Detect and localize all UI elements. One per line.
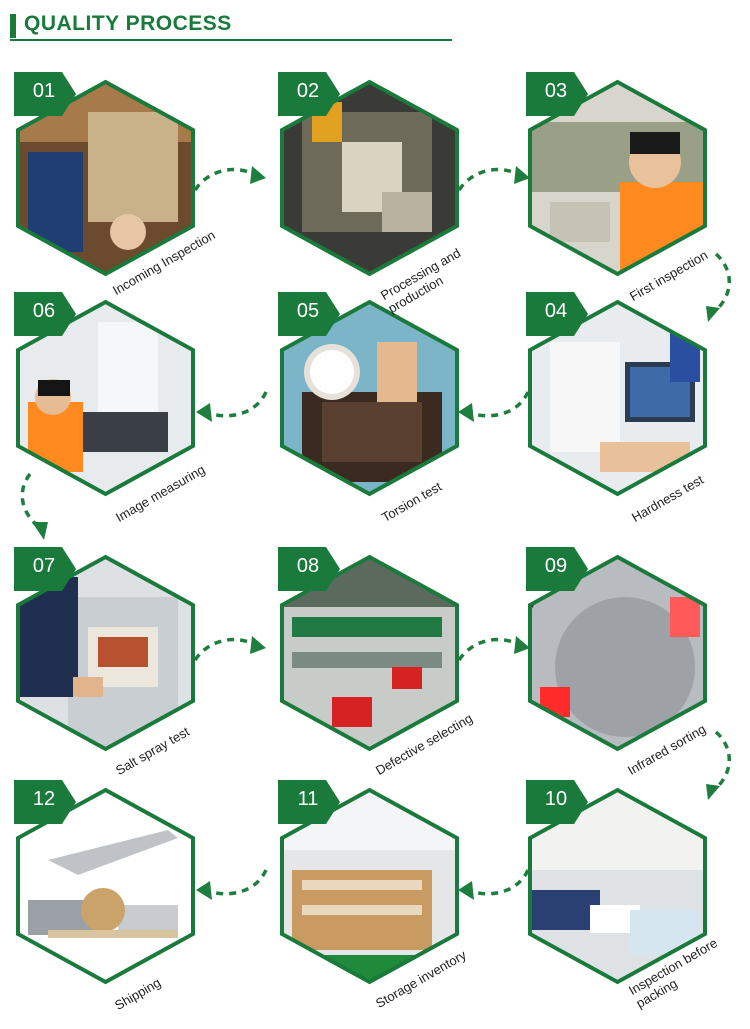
step-12-badge bbox=[14, 780, 76, 824]
arrow-03-04 bbox=[706, 252, 731, 322]
step-10: 10 bbox=[526, 778, 707, 988]
step-08-badge bbox=[278, 547, 340, 591]
step-11: 11 bbox=[278, 778, 459, 988]
step-11-badge bbox=[278, 780, 340, 824]
header-underline bbox=[10, 39, 452, 41]
step-01-badge bbox=[14, 72, 76, 116]
step-07-badge bbox=[14, 547, 76, 591]
step-08: 08 bbox=[278, 545, 459, 755]
step-12: 12 bbox=[14, 778, 195, 988]
step-09-number: 09 bbox=[544, 555, 568, 577]
step-09: 09 bbox=[526, 545, 707, 755]
arrow-08-09 bbox=[457, 636, 530, 662]
step-07: 07 bbox=[14, 545, 195, 755]
step-05: 05 bbox=[278, 290, 459, 500]
header: QUALITY PROCESS bbox=[0, 0, 750, 50]
arrow-04-05 bbox=[458, 391, 530, 422]
step-09-badge bbox=[526, 547, 588, 591]
step-03-photo bbox=[528, 79, 707, 277]
step-06-badge bbox=[14, 292, 76, 336]
step-03: 03 bbox=[526, 70, 707, 280]
step-04-number: 04 bbox=[544, 300, 568, 322]
step-04: 04 bbox=[526, 290, 707, 500]
step-02-badge bbox=[278, 72, 340, 116]
arrow-01-02 bbox=[193, 166, 266, 192]
step-02: 02 bbox=[278, 70, 459, 280]
arrow-10-11 bbox=[458, 869, 530, 900]
step-12-photo bbox=[16, 787, 195, 985]
step-02-number: 02 bbox=[296, 80, 320, 102]
step-10-number: 10 bbox=[544, 788, 568, 810]
header-accent-bar bbox=[10, 14, 16, 38]
step-10-badge bbox=[526, 780, 588, 824]
step-01-number: 01 bbox=[32, 80, 56, 102]
arrow-05-06 bbox=[196, 391, 268, 422]
step-05-number: 05 bbox=[296, 300, 320, 322]
step-01: 01 bbox=[14, 70, 195, 280]
step-08-number: 08 bbox=[296, 555, 320, 577]
page-title: QUALITY PROCESS bbox=[24, 12, 232, 35]
step-04-badge bbox=[526, 292, 588, 336]
step-06: 06 bbox=[14, 290, 195, 500]
arrow-06-07 bbox=[20, 472, 48, 540]
arrow-07-08 bbox=[193, 636, 266, 662]
step-06-number: 06 bbox=[32, 300, 56, 322]
step-09-photo bbox=[528, 554, 707, 752]
step-07-number: 07 bbox=[32, 555, 56, 577]
step-03-badge bbox=[526, 72, 588, 116]
arrow-02-03 bbox=[457, 166, 530, 192]
step-11-number: 11 bbox=[297, 788, 319, 810]
step-03-number: 03 bbox=[544, 80, 568, 102]
arrow-11-12 bbox=[196, 869, 268, 900]
step-05-badge bbox=[278, 292, 340, 336]
step-05-photo bbox=[280, 299, 459, 497]
arrow-09-10 bbox=[706, 730, 731, 800]
step-12-number: 12 bbox=[32, 788, 56, 810]
step-01-photo bbox=[16, 79, 195, 277]
